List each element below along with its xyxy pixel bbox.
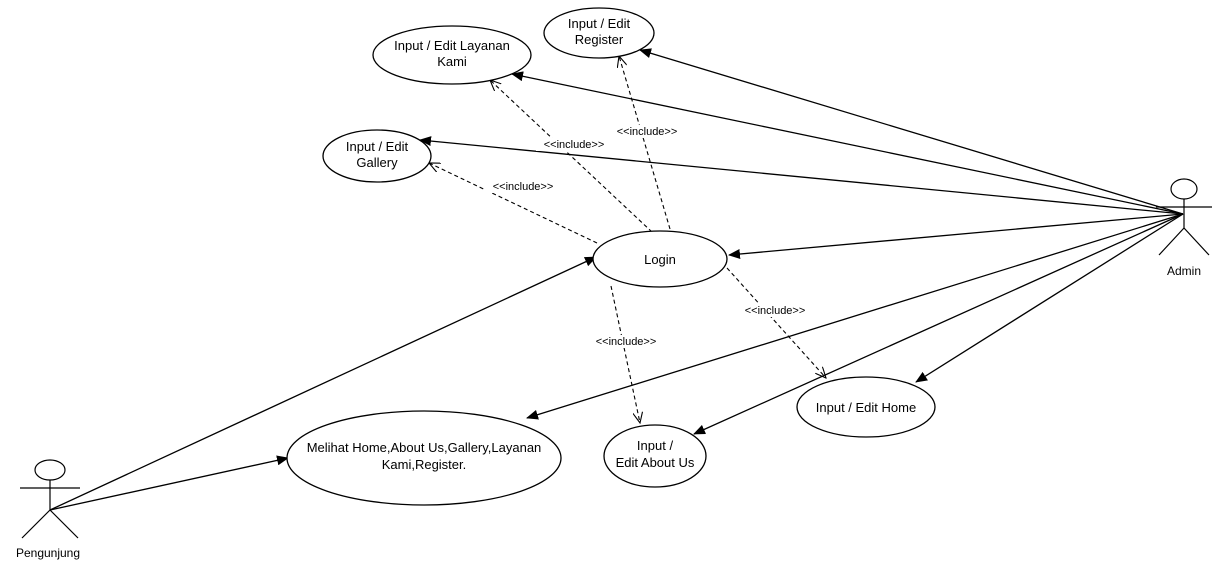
assoc-admin-gallery [419, 136, 1184, 215]
assoc-admin-melihat [526, 213, 1184, 420]
assoc-admin-layanan [511, 71, 1184, 215]
svg-text:Register: Register [575, 32, 624, 47]
assoc-visitor-melihat [49, 455, 289, 511]
use-case-login: Login [592, 230, 728, 288]
include-label-about: <<include>> [588, 335, 664, 348]
include-login-home [726, 267, 826, 378]
include-login-register [619, 56, 671, 230]
use-case-layanan: Input / Edit Layanan Kami [372, 25, 532, 85]
actor-pengunjung: Pengunjung [16, 459, 80, 560]
actor-admin-label: Admin [1167, 264, 1201, 278]
svg-text:Login: Login [644, 252, 676, 267]
assoc-visitor-login [49, 256, 597, 511]
svg-text:<<include>>: <<include>> [544, 139, 605, 151]
use-case-gallery: Input / Edit Gallery [322, 129, 432, 183]
svg-text:Input / Edit: Input / Edit [568, 16, 631, 31]
svg-text:<<include>>: <<include>> [617, 126, 678, 138]
use-case-home: Input / Edit Home [796, 376, 936, 438]
svg-text:<<include>>: <<include>> [596, 336, 657, 348]
assoc-admin-home [915, 213, 1184, 383]
use-case-about: Input / Edit About Us [603, 424, 707, 488]
include-label-home: <<include>> [737, 304, 813, 317]
svg-text:<<include>>: <<include>> [745, 305, 806, 317]
svg-text:Edit About Us: Edit About Us [616, 455, 695, 470]
include-label-gallery: <<include>> [485, 180, 561, 193]
actor-pengunjung-label: Pengunjung [16, 546, 80, 560]
assoc-admin-register [639, 48, 1184, 215]
include-login-about [610, 285, 640, 423]
use-case-register: Input / Edit Register [543, 7, 655, 59]
svg-text:<<include>>: <<include>> [493, 181, 554, 193]
include-label-layanan: <<include>> [536, 138, 612, 151]
svg-text:Input / Edit Home: Input / Edit Home [816, 400, 916, 415]
actor-admin: Admin [1156, 178, 1212, 278]
assoc-admin-login [728, 213, 1184, 259]
svg-text:Gallery: Gallery [356, 155, 398, 170]
svg-text:Kami: Kami [437, 54, 467, 69]
include-login-gallery [429, 163, 598, 244]
assoc-admin-about [693, 213, 1184, 435]
svg-text:Melihat Home,About Us,Gallery,: Melihat Home,About Us,Gallery,Layanan [307, 440, 542, 455]
use-case-melihat: Melihat Home,About Us,Gallery,Layanan Ka… [286, 410, 562, 506]
svg-text:Input /: Input / [637, 438, 674, 453]
include-label-register: <<include>> [609, 125, 685, 138]
svg-text:Input / Edit: Input / Edit [346, 139, 409, 154]
svg-text:Input / Edit Layanan: Input / Edit Layanan [394, 38, 510, 53]
include-login-layanan [490, 80, 653, 233]
svg-text:Kami,Register.: Kami,Register. [382, 457, 467, 472]
